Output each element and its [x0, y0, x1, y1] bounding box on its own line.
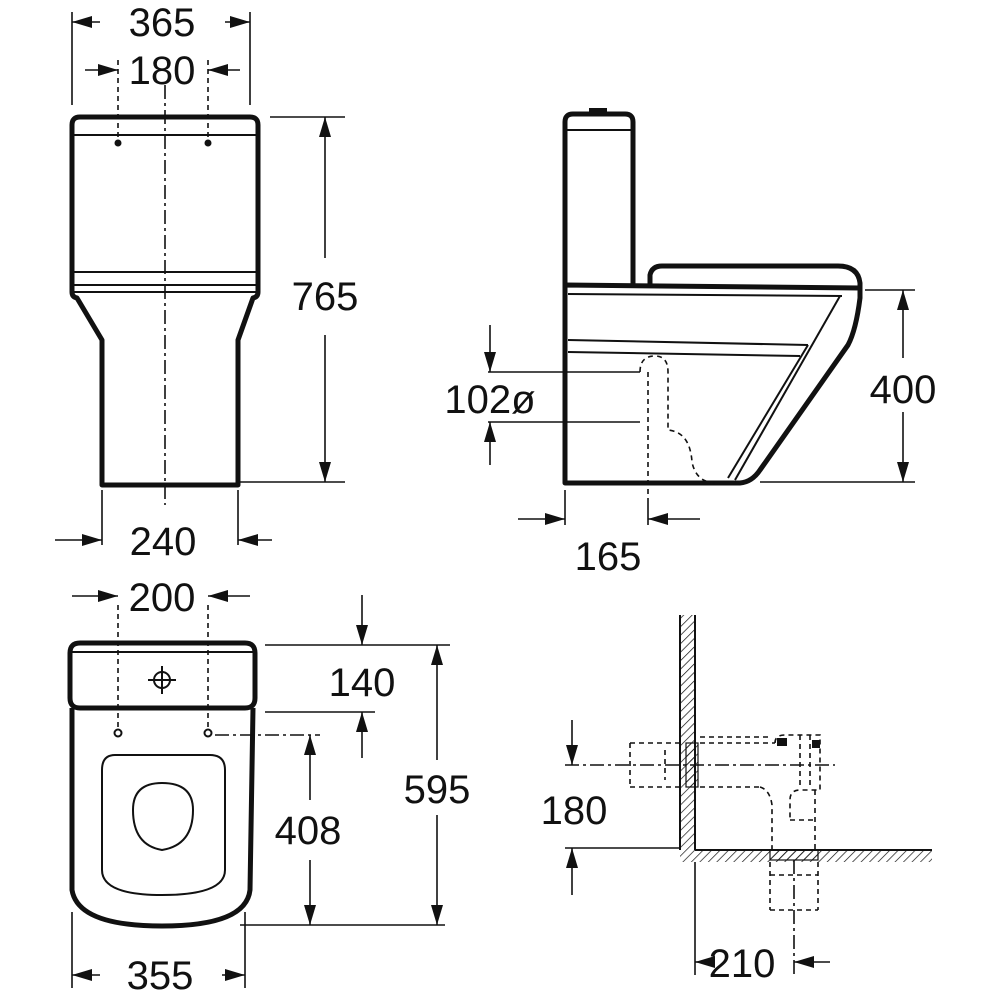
install-pan-connector [774, 734, 821, 820]
dim-side-outlet-offset: 165 [575, 535, 642, 579]
side-tank-outline [562, 111, 636, 285]
dim-top-fixing-to-outlet: 408 [275, 809, 342, 853]
side-view: 102ø 400 165 [444, 108, 936, 579]
install-floor-flange [769, 849, 819, 861]
installation-detail: 180 210 [541, 615, 932, 986]
dim-front-width: 365 [129, 1, 196, 45]
side-flush-button [589, 108, 607, 115]
dim-front-fixing-distance: 180 [129, 49, 196, 93]
front-fixing-hole-left [114, 139, 122, 147]
side-seat-outline [647, 263, 863, 288]
dim-top-width: 355 [127, 954, 194, 998]
top-seat-opening [131, 781, 195, 852]
front-view-outline [69, 114, 261, 488]
dim-top-tank-depth: 140 [329, 661, 396, 705]
dim-top-length: 595 [404, 768, 471, 812]
front-view: 365 180 765 240 [55, 1, 358, 564]
front-fixing-hole-right [204, 139, 212, 147]
dim-front-height: 765 [292, 275, 359, 319]
side-bowl-outline [562, 282, 863, 486]
side-trap-hidden-line [639, 355, 716, 484]
dim-install-outlet-height: 180 [541, 789, 608, 833]
top-view: 200 140 408 595 355 [67, 576, 471, 998]
top-tank-outline [67, 640, 258, 711]
top-fixing-hole-right [203, 728, 213, 738]
install-wall-hatch [680, 615, 695, 850]
top-seat-outline [101, 754, 226, 897]
dim-front-base-width: 240 [130, 520, 197, 564]
dim-install-wall-distance: 210 [709, 942, 776, 986]
top-fixing-hole-left [113, 728, 123, 738]
dim-side-seat-height: 400 [870, 368, 937, 412]
install-wall-flange [685, 742, 699, 788]
top-bowl-outline [69, 707, 256, 929]
dim-top-fixing-distance: 200 [129, 576, 196, 620]
dim-side-outlet-diameter: 102ø [444, 378, 535, 422]
top-flush-button [148, 666, 176, 694]
